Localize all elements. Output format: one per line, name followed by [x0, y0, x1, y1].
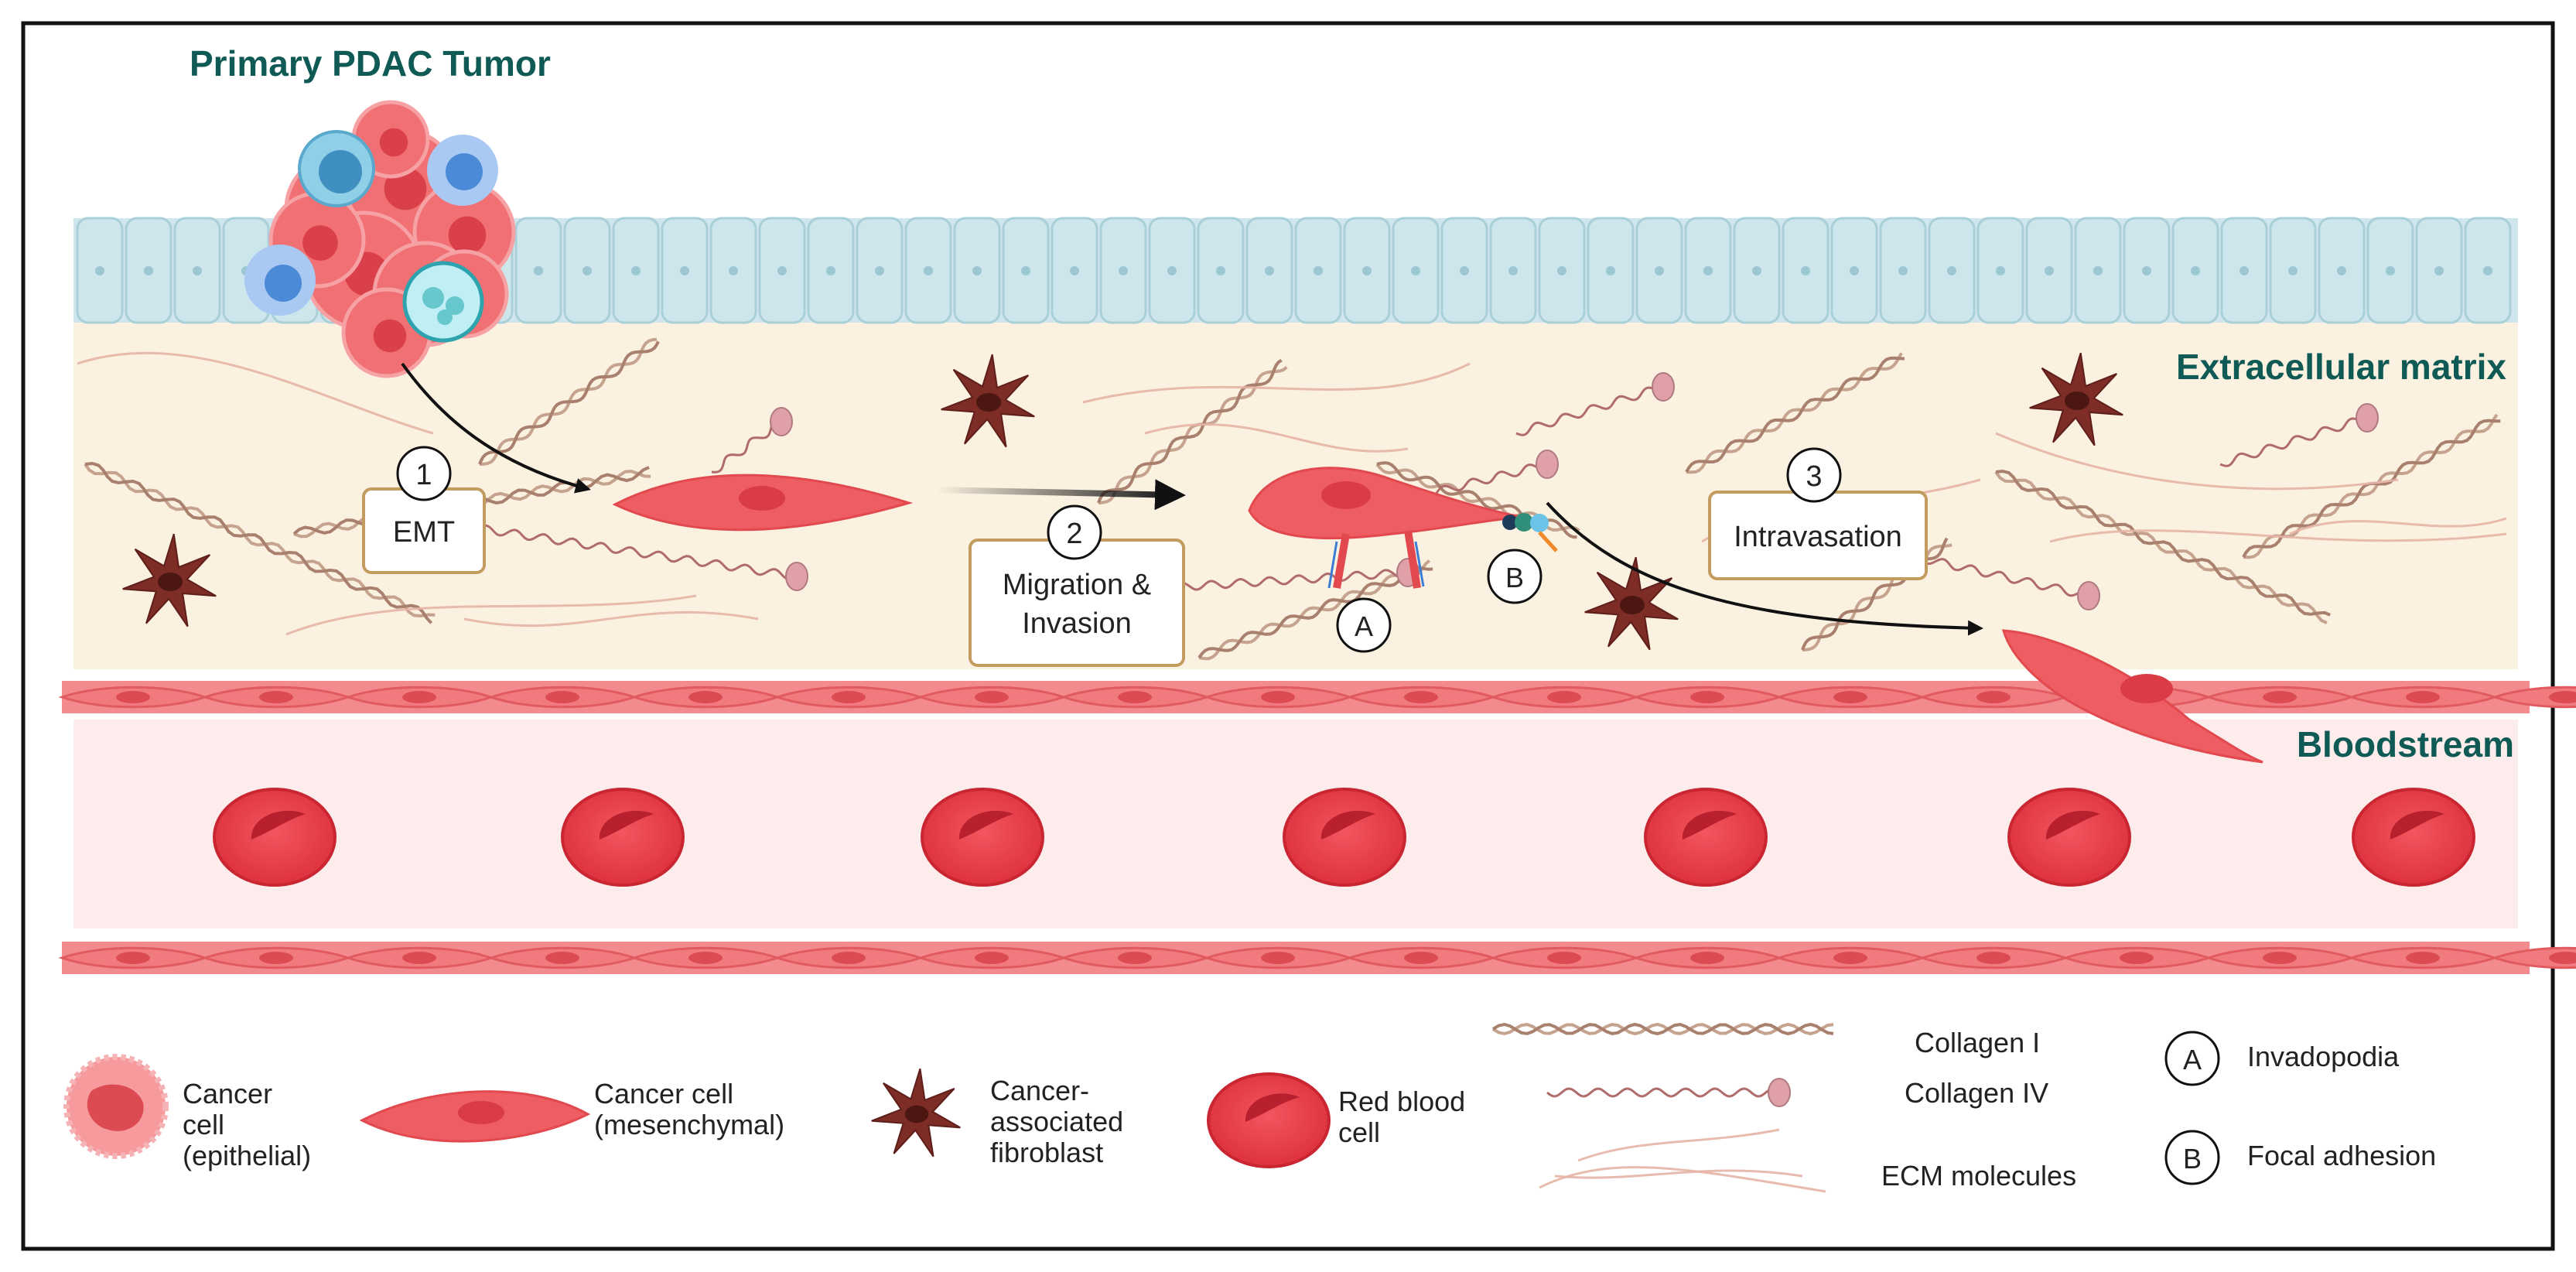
legend-cancer-epithelial-line-2: cell — [183, 1109, 224, 1140]
step-2-label-line-1: Migration & — [1003, 569, 1151, 601]
ecm-title: Extracellular matrix — [2176, 347, 2506, 387]
legend-rbc-icon — [1207, 1072, 1331, 1168]
step-1-number: 1 — [415, 459, 432, 491]
legend-mesenchymal-line-1: Cancer cell — [594, 1078, 733, 1110]
fibroblast — [941, 354, 1035, 448]
red-blood-cell — [2352, 788, 2475, 887]
legend-caf-line-2: associated — [990, 1106, 1123, 1137]
step-1-emt: EMT 1 — [362, 446, 486, 574]
primary-tumor-cluster — [244, 100, 516, 378]
legend-collagen4: Collagen IV — [1905, 1077, 2048, 1109]
legend-fibroblast-icon — [871, 1069, 961, 1157]
blood-vessel — [58, 681, 2576, 974]
legend-ecm: ECM molecules — [1881, 1160, 2076, 1192]
svg-text:A: A — [2183, 1044, 2202, 1075]
legend-mesenchymal-icon — [359, 1090, 591, 1143]
arrow-intravasation — [1546, 501, 1983, 636]
step-1-label: EMT — [393, 516, 455, 549]
legend-rbc-line-1: Red blood — [1338, 1086, 1465, 1117]
mesenchymal-cell-1 — [612, 474, 914, 532]
svg-text:B: B — [2183, 1143, 2202, 1175]
red-blood-cell — [2007, 788, 2131, 887]
marker-b: B — [1487, 549, 1543, 604]
legend-mesenchymal-line-2: (mesenchymal) — [594, 1109, 784, 1140]
red-blood-cells — [213, 788, 2475, 887]
svg-text:B: B — [1505, 562, 1524, 593]
legend-cancer-epithelial-icon — [63, 1054, 169, 1159]
immune-cell-3 — [244, 244, 316, 316]
process-arrows — [401, 362, 1983, 636]
arrow-emt — [401, 362, 591, 494]
fibroblast — [122, 533, 217, 627]
legend-caf-line-1: Cancer- — [990, 1075, 1089, 1106]
immune-cell-4 — [402, 261, 484, 343]
red-blood-cell — [561, 788, 685, 887]
vessel-wall-top — [58, 681, 2576, 713]
legend-cancer-epithelial-line-3: (epithelial) — [183, 1140, 311, 1171]
step-2-migration-invasion: Migration & Invasion 2 — [969, 504, 1185, 667]
primary-tumor-title: Primary PDAC Tumor — [190, 43, 551, 84]
vessel-wall-bottom — [58, 942, 2576, 974]
bloodstream-title: Bloodstream — [2297, 724, 2514, 764]
legend: Cancer cell (epithelial) Cancer cell (me… — [63, 1022, 2436, 1193]
svg-text:A: A — [1355, 610, 1373, 642]
legend-ecm-icon — [1539, 1128, 1826, 1193]
arrow-migration — [935, 479, 1186, 511]
red-blood-cell — [1644, 788, 1768, 887]
step-2-label-line-2: Invasion — [1022, 607, 1132, 640]
legend-collagen1: Collagen I — [1915, 1027, 2040, 1058]
red-blood-cell — [1283, 788, 1406, 887]
step-2-number: 2 — [1066, 518, 1082, 550]
legend-collagen4-icon — [1546, 1078, 1791, 1107]
red-blood-cell — [921, 788, 1044, 887]
legend-cancer-epithelial-line-1: Cancer — [183, 1078, 272, 1110]
fibroblast — [2029, 352, 2123, 446]
legend-rbc-line-2: cell — [1338, 1116, 1380, 1148]
legend-invadopodia: Invadopodia — [2247, 1041, 2400, 1072]
legend-collagen1-icon — [1491, 1022, 1834, 1036]
intravasating-cell — [2001, 629, 2263, 764]
legend-key-b: B — [2164, 1130, 2220, 1185]
step-3-label: Intravasation — [1734, 521, 1902, 553]
legend-caf-line-3: fibroblast — [990, 1137, 1103, 1168]
step-3-intravasation: Intravasation 3 — [1708, 447, 1928, 580]
legend-focal-adhesion: Focal adhesion — [2247, 1140, 2436, 1171]
step-3-number: 3 — [1806, 460, 1822, 493]
cancer-associated-fibroblasts — [122, 352, 2123, 651]
migrating-cell — [1248, 467, 1558, 589]
marker-a: A — [1336, 597, 1392, 653]
red-blood-cell — [213, 788, 337, 887]
legend-key-a: A — [2164, 1031, 2220, 1086]
immune-cell-2 — [427, 135, 498, 206]
immune-cell-1 — [298, 130, 375, 207]
